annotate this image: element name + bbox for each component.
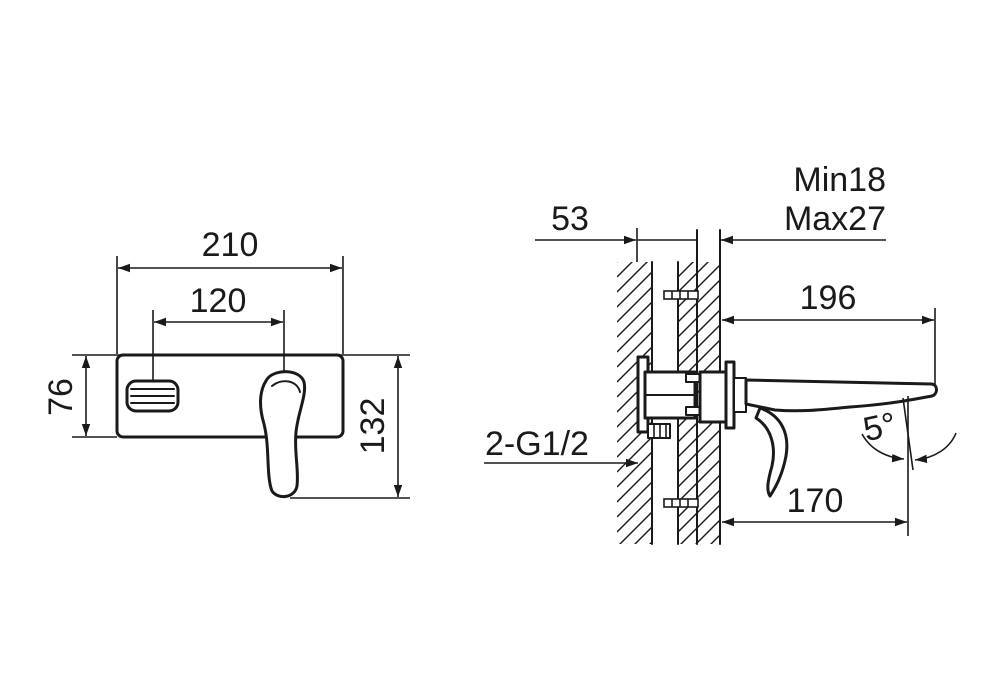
hatch-line <box>678 444 720 488</box>
dim-plate-height: 76 <box>42 378 80 416</box>
hatch-line <box>678 580 720 622</box>
hatch-line <box>617 481 652 518</box>
hatch-line <box>649 541 652 544</box>
hatch-line <box>617 316 652 353</box>
hatch-line <box>678 459 720 503</box>
front-view: 210 120 76 132 <box>42 226 410 499</box>
hatch-line <box>678 262 679 263</box>
dim-total-height: 132 <box>354 398 392 455</box>
hatch-line <box>617 466 652 503</box>
hatch-line <box>634 526 652 544</box>
mounting-screw-bottom <box>663 498 699 508</box>
dim-tilt-angle: 5° <box>860 405 900 449</box>
hatch-line <box>617 331 652 368</box>
hatch-line <box>678 565 720 607</box>
hatch-line <box>680 504 720 544</box>
cover-plate <box>115 353 345 439</box>
hatch-line <box>678 489 720 533</box>
hatch-line <box>617 262 633 278</box>
hatch-line <box>678 474 720 518</box>
dim-wall-depth: 53 <box>551 200 589 238</box>
hatch-line <box>678 550 720 592</box>
hatch-line <box>617 271 652 308</box>
hatch-line <box>678 264 720 308</box>
hatch-line <box>678 294 720 338</box>
hatch-line <box>617 436 652 473</box>
hatch-line <box>619 511 652 544</box>
diverter-knob <box>125 379 180 413</box>
mounting-screw-top <box>663 290 699 300</box>
hatch-line <box>678 262 694 278</box>
hatch-line <box>695 519 720 544</box>
hatch-line <box>617 496 652 533</box>
hatch-line <box>617 572 652 607</box>
side-lever <box>754 406 789 498</box>
hatch-line <box>617 451 652 488</box>
hatch-line <box>617 346 652 383</box>
dim-center-distance: 120 <box>190 282 247 320</box>
side-view: 53 Min18 Max27 <box>484 161 957 622</box>
dim-adjust-min: Min18 <box>793 161 886 199</box>
hatch-line <box>617 286 652 323</box>
hatch-line <box>678 279 720 323</box>
wall-section-left <box>617 262 652 607</box>
lever-handle <box>259 370 307 499</box>
hatch-line <box>710 534 720 544</box>
valve-body <box>636 355 747 439</box>
connection-label: 2-G1/2 <box>485 425 589 463</box>
dim-adjust-max: Max27 <box>784 200 886 238</box>
angle-arc <box>861 433 905 463</box>
hatch-line <box>678 309 720 353</box>
hatch-line <box>678 324 720 368</box>
hatch-line <box>617 262 618 263</box>
dim-width-overall: 210 <box>202 226 259 264</box>
dim-spout-reach: 170 <box>787 482 844 520</box>
hatch-line <box>678 262 709 293</box>
hatch-line <box>678 429 720 473</box>
hatch-line <box>617 301 652 338</box>
spout <box>744 378 938 413</box>
hatch-line <box>617 557 652 592</box>
hatch-line <box>617 262 648 293</box>
dim-spout-length: 196 <box>800 279 857 317</box>
